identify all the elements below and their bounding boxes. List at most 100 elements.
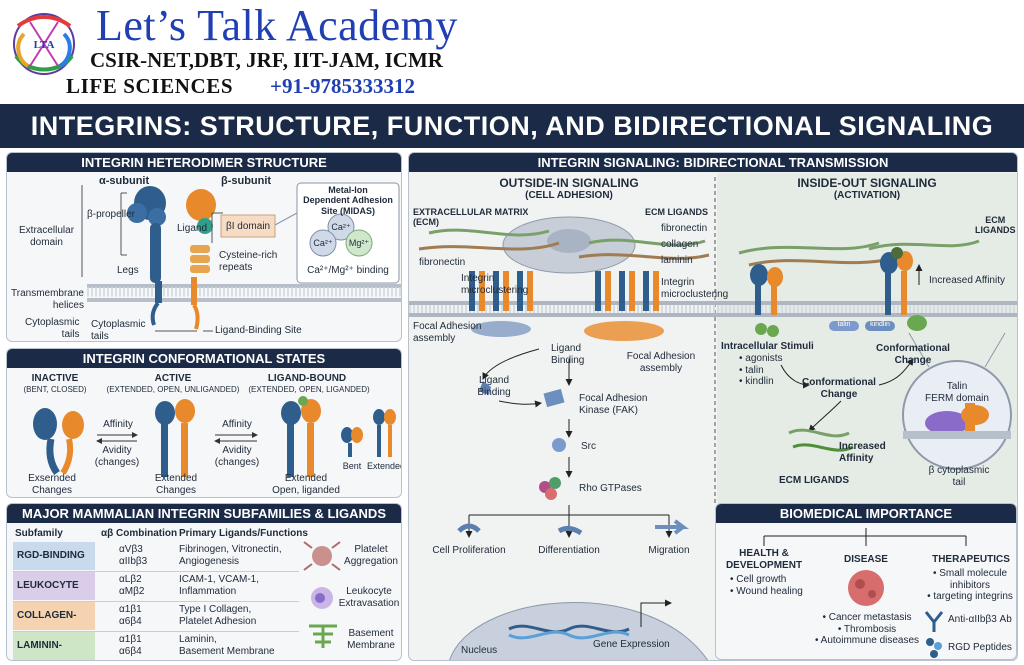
logo-text: LTA xyxy=(34,39,55,51)
platelet-icon xyxy=(303,541,341,571)
subfamilies-panel: MAJOR MAMMALIAN INTEGRIN SUBFAMILIES & L… xyxy=(6,503,402,661)
laminin-label: laminin xyxy=(661,255,693,266)
gene-expression-label: Gene Expression xyxy=(593,639,670,650)
talin-pill: talin xyxy=(837,321,851,328)
ligand-bound-integrin xyxy=(281,396,321,477)
life-sciences-label: LIFE SCIENCES xyxy=(66,74,234,98)
integrin-cluster-right xyxy=(595,271,659,311)
outside-title: OUTSIDE-IN SIGNALING xyxy=(499,176,639,190)
extended-mini xyxy=(373,409,396,457)
subfamily-row-combo: α1β1 α6β4 xyxy=(119,604,142,627)
migration-label: Migration xyxy=(648,545,690,556)
subfamily-icons xyxy=(303,541,341,648)
subfamily-row-ligands: Type I Collagen, Platelet Adhesion xyxy=(179,604,257,627)
subfamily-row-combo: αVβ3 αIIbβ3 xyxy=(119,544,148,567)
beta-label: β-subunit xyxy=(221,175,272,187)
col-subfamily: Subfamily xyxy=(15,528,63,539)
exam-list: CSIR-NET,DBT, JRF, IIT-JAM, ICMR xyxy=(90,48,443,72)
tumor-icon xyxy=(848,570,884,606)
academy-logo: LTA xyxy=(13,13,75,75)
ligand-label: Ligand xyxy=(177,223,208,234)
subfamily-row-combo: α1β1 α6β4 xyxy=(119,634,142,657)
increased-affinity-2-label: Increased Affinity xyxy=(839,441,886,464)
ligand-binding-label: Ligand Binding xyxy=(551,343,585,366)
subfamily-row-combo: αLβ2 αMβ2 xyxy=(119,574,145,597)
microclustering-left: Integrin microclustering xyxy=(461,273,529,296)
beta-subunit xyxy=(186,189,216,330)
outside-sub: (CELL ADHESION) xyxy=(525,190,613,201)
ligand-binding-left-label: Ligand Binding xyxy=(477,375,511,398)
midas-inset xyxy=(274,182,400,284)
beta-tail-label: β cytoplasmic tail xyxy=(928,465,990,488)
icon-label-leukocyte: Leukocyte Extravasation xyxy=(338,586,400,609)
mg-label: Mg²⁺ xyxy=(348,238,370,248)
subfamily-row-ligands: ICAM-1, VCAM-1, Inflammation xyxy=(179,574,260,597)
rho-label: Rho GTPases xyxy=(579,483,642,494)
signaling-title: INTEGRIN SIGNALING: BIDIRECTIONAL TRANSM… xyxy=(409,153,1017,172)
icon-label-platelet: Platelet Aggregation xyxy=(344,544,398,567)
phone-number: +91-9785333312 xyxy=(270,74,415,98)
ca-label: Ca²⁺ xyxy=(331,222,351,232)
ligand-site-label: Ligand-Binding Site xyxy=(215,325,302,336)
therapeutics-title: THERAPEUTICS xyxy=(932,554,1010,565)
leukocyte-icon xyxy=(311,587,333,609)
talin-ferm-label: Talin FERM domain xyxy=(925,381,989,404)
nucleus-label: Nucleus xyxy=(461,645,498,656)
conf-change-label: Conformational Change xyxy=(802,377,876,400)
structure-panel: INTEGRIN HETERODIMER STRUCTURE xyxy=(6,152,402,342)
bound-caption: Extended Open, liganded xyxy=(272,473,340,496)
midas-title: Metal-Ion Dependent Adhesion Site (MIDAS… xyxy=(303,185,393,216)
icon-label-basement: Basement Membrane xyxy=(347,628,395,651)
structure-title: INTEGRIN HETERODIMER STRUCTURE xyxy=(7,153,401,172)
alpha-label: α-subunit xyxy=(99,175,150,187)
header: LTA Let’s Talk Academy CSIR-NET,DBT, JRF… xyxy=(0,0,1024,104)
antibody-label: Anti-αIIbβ3 Ab xyxy=(948,614,1012,625)
integrin-structure-diagram xyxy=(81,182,401,332)
fa-assembly-right: Focal Adhesion assembly xyxy=(626,351,696,374)
rgd-label: RGD Peptides xyxy=(948,642,1012,653)
disease-title: DISEASE xyxy=(844,554,888,565)
affinity-label-2: Affinity xyxy=(222,419,252,430)
inactive-integrin-inside xyxy=(750,264,783,337)
active-sub: (EXTENDED, OPEN, UNLIGANDED) xyxy=(106,385,240,394)
subfamily-row-ligands: Fibrinogen, Vitronectin, Angiogenesis xyxy=(179,544,282,567)
avidity-label-2: Avidity (changes) xyxy=(214,445,260,468)
antibody-icon xyxy=(924,611,944,632)
cyto-tails-inner-label: Cytoplasmic tails xyxy=(91,319,146,342)
avidity-label-1: Avidity (changes) xyxy=(94,445,140,468)
fibronectin-left-label: fibronectin xyxy=(419,257,466,268)
intracellular-stimuli-label: Intracellular Stimuli xyxy=(721,341,814,352)
bound-sub: (EXTENDED, OPEN, LIGANDED) xyxy=(248,385,370,394)
health-title: HEALTH & DEVELOPMENT xyxy=(725,548,803,571)
inside-sub: (ACTIVATION) xyxy=(833,190,901,201)
ecm-label: EXTRACELLULAR MATRIX (ECM) xyxy=(413,207,529,228)
conf-change-label-2: Conformational Change xyxy=(876,343,950,366)
active-label: ACTIVE xyxy=(154,373,192,384)
col-combo: αβ Combination xyxy=(101,528,178,539)
therapeutics-items: • Small molecule inhibitors • targeting … xyxy=(927,568,1013,602)
row-divider xyxy=(13,631,299,632)
bent-caption: Bent xyxy=(342,461,362,471)
ecm-ligands-right-label: ECM LIGANDS xyxy=(975,215,1016,236)
cysteine-label: Cysteine-rich repeats xyxy=(219,250,278,273)
row-divider xyxy=(13,571,299,572)
stimuli-items: • agonists • talin • kindlin xyxy=(739,353,783,387)
ecm-ligands-bottom-label: ECM LIGANDS xyxy=(779,475,849,486)
active-integrin xyxy=(155,399,195,477)
inactive-sub: (BENT, CLOSED) xyxy=(23,385,87,394)
src-label: Src xyxy=(581,441,596,452)
ca-label-2: Ca²⁺ xyxy=(313,238,333,248)
states-title: INTEGRIN CONFORMATIONAL STATES xyxy=(7,349,401,368)
biomedical-panel: BIOMEDICAL IMPORTANCE HEALTH & DEVELOPME… xyxy=(715,503,1017,660)
ecm-ligands-label: ECM LIGANDS xyxy=(645,207,708,217)
brand-name: Let’s Talk Academy xyxy=(96,1,458,50)
cytoplasmic-label: Cytoplasmic tails xyxy=(25,317,80,340)
col-ligands: Primary Ligands/Functions xyxy=(179,528,308,539)
signaling-panel: INTEGRIN SIGNALING: BIDIRECTIONAL TRANSM… xyxy=(408,152,1018,661)
fa-assembly-left: Focal Adhesion assembly xyxy=(413,321,482,344)
disease-items: • Cancer metastasis • Thrombosis • Autoi… xyxy=(814,612,920,646)
extended-caption: Extended xyxy=(367,461,402,471)
fibronectin-label: fibronectin xyxy=(661,223,708,234)
inactive-integrin xyxy=(33,408,84,476)
subfamily-row-ligands: Laminin, Basement Membrane xyxy=(179,634,275,657)
